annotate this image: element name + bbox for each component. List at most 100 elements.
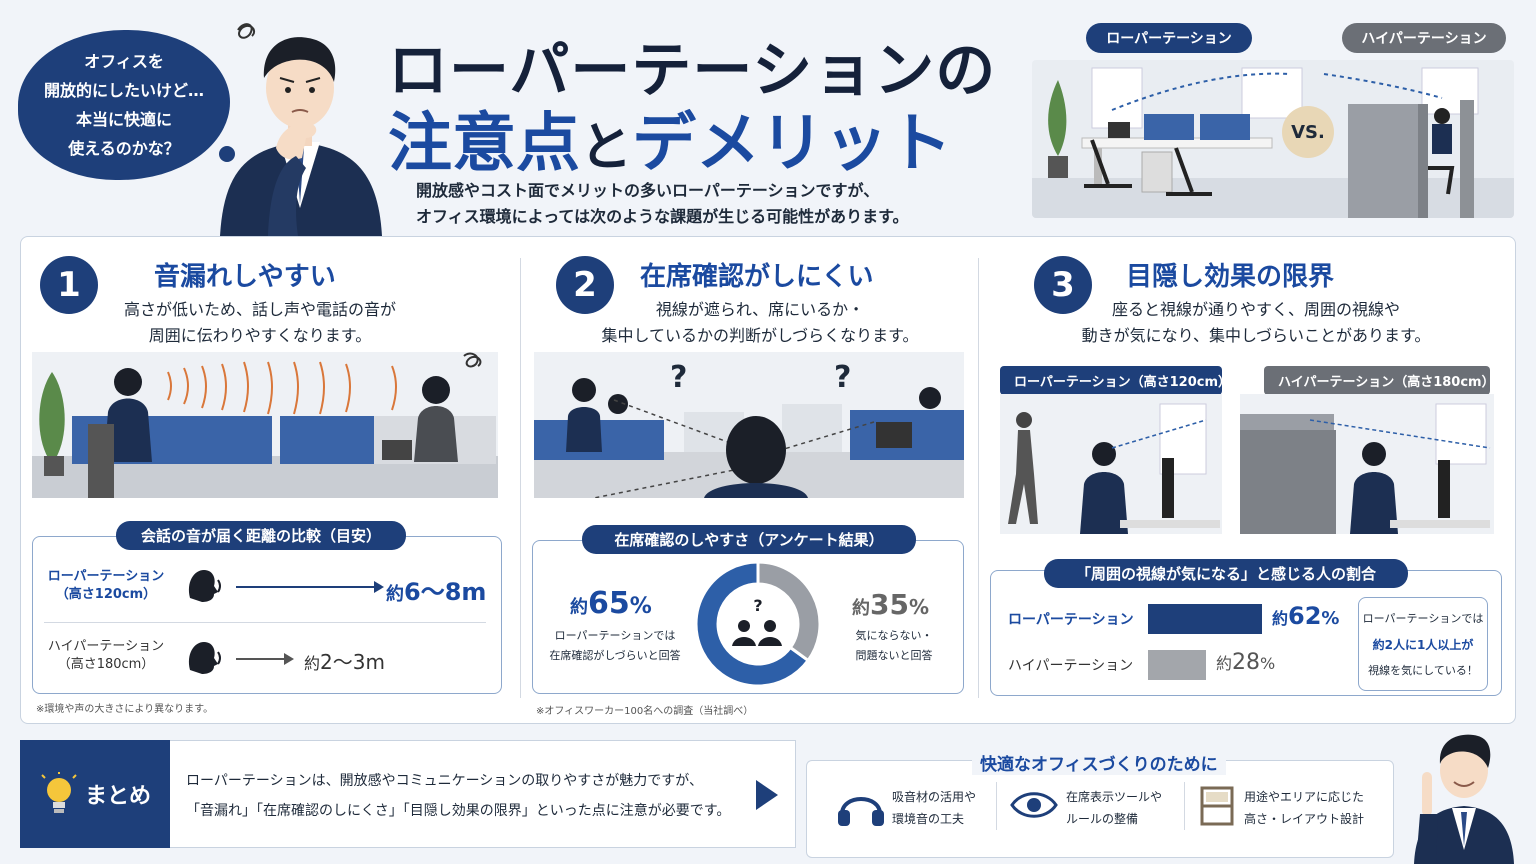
- tip-line: 環境音の工夫: [892, 812, 965, 826]
- tip-line: 在席表示ツールや: [1066, 790, 1163, 804]
- label-line: 問題ないと回答: [855, 649, 933, 662]
- page-title-line2: 注意点とデメリット: [388, 92, 952, 184]
- gaze-bar-label-high: ハイパーテーション: [1008, 658, 1134, 674]
- label-line: 在席確認がしづらいと回答: [549, 649, 681, 662]
- callout-line: 約2人に1人以上が: [1372, 638, 1474, 652]
- row-sublabel: （高さ120cm）: [55, 587, 157, 602]
- callout-line: ローパーテーションでは: [1362, 612, 1484, 625]
- row-label: ハイパーテーション: [47, 639, 165, 654]
- bubble-line: 開放的にしたいけど…: [43, 81, 204, 100]
- sound-distance-title: 会話の音が届く距離の比較（目安）: [116, 521, 406, 550]
- value: 35: [870, 588, 909, 621]
- tip-line: 高さ・レイアウト設計: [1244, 812, 1365, 826]
- section-divider: [978, 258, 979, 698]
- section-title-1: 音漏れしやすい: [154, 262, 336, 292]
- value-prefix: 約: [570, 597, 588, 618]
- headphones-icon: [838, 797, 884, 826]
- tip-text-3: 用途やエリアに応じた 高さ・レイアウト設計: [1244, 786, 1364, 830]
- high-partition-height-tag: ハイパーテーション（高さ180cm）: [1264, 366, 1495, 395]
- value-prefix: 約: [1272, 609, 1289, 628]
- bubble-tail: [219, 146, 235, 162]
- footnote-sound: ※環境や声の大きさにより異なります。: [36, 704, 214, 715]
- office-comparison-illustration: [1032, 60, 1514, 218]
- donut-slice-hard: [694, 560, 811, 688]
- tip-text-2: 在席表示ツールや ルールの整備: [1066, 786, 1162, 830]
- question-mark: ?: [834, 360, 852, 395]
- label-line: 気にならない・: [855, 629, 933, 642]
- section-desc-1: 高さが低いため、話し声や電話の音が 周囲に伝わりやすくなります。: [100, 297, 420, 349]
- title-emphasis: 注意点: [388, 107, 580, 181]
- intro-line: オフィス環境によっては次のような課題が生じる可能性があります。: [416, 207, 909, 226]
- partition-icon: [1200, 786, 1234, 826]
- row-label: ローパーテーション: [47, 569, 165, 584]
- presence-check-illustration: [534, 352, 964, 498]
- bubble-line: 本当に快適に: [75, 110, 172, 129]
- summary-text: ローパーテーションは、開放感やコミュニケーションの取りやすさが魅力ですが、 「音…: [186, 766, 730, 826]
- value-unit: %: [629, 594, 652, 619]
- value-prefix: 約: [386, 584, 404, 605]
- value-prefix: 約: [304, 654, 321, 673]
- speaking-head-icon: [188, 570, 221, 602]
- question-mark: ?: [670, 360, 688, 395]
- summary-line: ローパーテーションは、開放感やコミュニケーションの取りやすさが魅力ですが、: [186, 773, 704, 789]
- row-divider: [44, 622, 486, 623]
- donut-slice-ok: [756, 560, 822, 663]
- survey-donut-chart: [694, 560, 822, 688]
- speaking-head-icon: [188, 642, 221, 674]
- play-arrow-icon: [756, 780, 778, 810]
- section-title-3: 目隠し効果の限界: [1126, 262, 1335, 292]
- title-emphasis: デメリット: [632, 107, 953, 181]
- survey-label-hard: ローパーテーションでは 在席確認がしづらいと回答: [540, 626, 690, 666]
- sound-distance-box: [32, 536, 502, 694]
- sound-arrow-high: [236, 653, 294, 665]
- summary-line: 「音漏れ」「在席確認のしにくさ」「目隠し効果の限界」といった点に注意が必要です。: [186, 803, 731, 819]
- section-desc-3: 座ると視線が通りやすく、周囲の視線や 動きが気になり、集中しづらいことがあります…: [1066, 297, 1446, 349]
- section-title-2: 在席確認がしにくい: [640, 262, 874, 292]
- tip-text-1: 吸音材の活用や 環境音の工夫: [892, 786, 976, 830]
- summary-label: まとめ: [84, 784, 151, 809]
- donut-center-question: ?: [753, 596, 763, 615]
- gaze-bar-label-low: ローパーテーション: [1008, 612, 1134, 628]
- gaze-bar-high: [1148, 650, 1206, 680]
- survey-value-ok: 約35%: [852, 588, 929, 621]
- vs-badge: VS.: [1282, 106, 1334, 158]
- tip-divider: [996, 782, 997, 830]
- section-number-3: 3: [1034, 256, 1092, 314]
- intro-line: 開放感やコスト面でメリットの多いローパーテーションですが、: [416, 181, 880, 200]
- sound-row-label-low: ローパーテーション （高さ120cm）: [46, 568, 166, 604]
- section-divider: [520, 258, 521, 698]
- lightbulb-icon: [41, 772, 77, 813]
- thinking-man-illustration: [220, 23, 382, 236]
- bubble-line: オフィスを: [84, 52, 164, 71]
- section-number-2: 2: [556, 256, 614, 314]
- callout-line: 視線を気にしている！: [1368, 664, 1478, 677]
- row-sublabel: （高さ180cm）: [57, 657, 155, 672]
- tips-box: [806, 760, 1394, 858]
- low-partition-tag: ローパーテーション: [1086, 23, 1252, 53]
- tips-title: 快適なオフィスづくりのために: [972, 750, 1226, 775]
- desc-line: 動きが気になり、集中しづらいことがあります。: [1081, 326, 1431, 345]
- value-prefix: 約: [852, 598, 870, 619]
- value: 6〜8m: [404, 578, 487, 606]
- tip-line: ルールの整備: [1066, 812, 1139, 826]
- sound-leak-illustration: [32, 352, 498, 498]
- value: 2〜3m: [320, 650, 385, 674]
- value: 28: [1232, 650, 1261, 675]
- tip-line: 用途やエリアに応じた: [1244, 790, 1365, 804]
- desc-line: 高さが低いため、話し声や電話の音が: [123, 300, 396, 319]
- value: 62: [1288, 602, 1322, 630]
- value-unit: %: [908, 595, 930, 619]
- gaze-value-low: 約62%: [1272, 602, 1339, 630]
- gaze-value-high: 約28%: [1216, 650, 1275, 675]
- bubble-line: 使えるのかな？: [68, 139, 180, 158]
- value-prefix: 約: [1216, 654, 1233, 673]
- survey-label-ok: 気にならない・ 問題ないと回答: [844, 626, 944, 666]
- sound-arrow-low: [236, 581, 384, 593]
- high-partition-tag: ハイパーテーション: [1342, 23, 1506, 53]
- presence-survey-title: 在席確認のしやすさ（アンケート結果）: [582, 525, 916, 554]
- gaze-bar-low: [1148, 604, 1262, 634]
- eye-icon: [1010, 792, 1058, 818]
- label-line: ローパーテーションでは: [554, 629, 676, 642]
- tip-divider: [1184, 782, 1185, 830]
- intro-text: 開放感やコスト面でメリットの多いローパーテーションですが、 オフィス環境によって…: [416, 178, 908, 230]
